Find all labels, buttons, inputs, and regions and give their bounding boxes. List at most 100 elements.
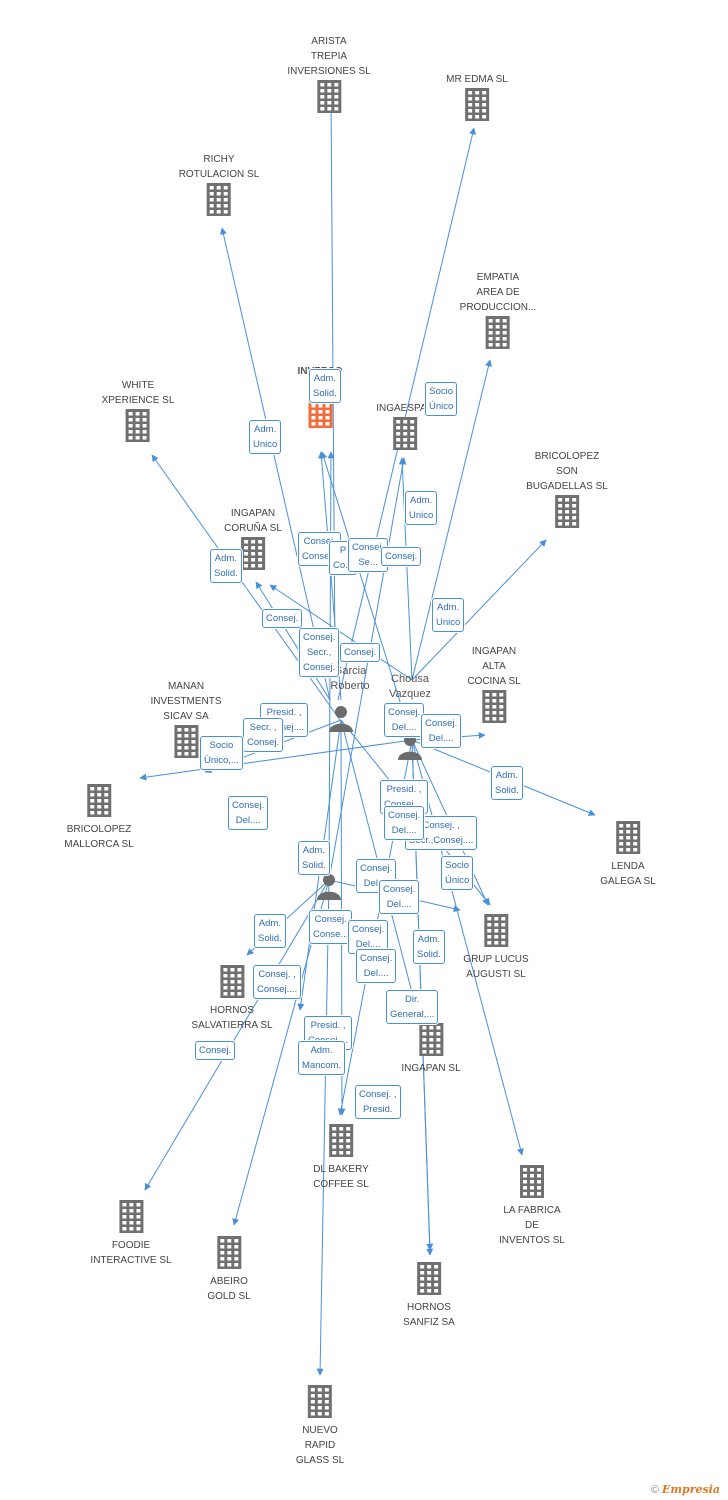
company-label: GRUP LUCUS AUGUSTI SL bbox=[463, 954, 529, 980]
person-label: Garcia Roberto bbox=[330, 665, 370, 692]
relation-badge[interactable]: Consej. Se... bbox=[348, 538, 389, 572]
relation-edge bbox=[411, 359, 492, 681]
relation-edge bbox=[316, 879, 330, 1376]
company-label: RICHY ROTULACION SL bbox=[178, 154, 260, 180]
building-icon bbox=[464, 87, 490, 126]
company-abeiro-gold[interactable]: ABEIRO GOLD SL bbox=[207, 1235, 251, 1304]
building-icon bbox=[481, 689, 507, 728]
relation-badge[interactable]: Adm. Unico bbox=[405, 491, 438, 525]
company-ingapan-coruna[interactable]: INGAPAN CORUÑA SL bbox=[224, 506, 282, 575]
relation-badge[interactable]: Socio Único,... bbox=[200, 736, 243, 770]
person-label: Chousa Vazquez bbox=[389, 673, 431, 700]
company-label: HORNOS SALVATIERRA SL bbox=[191, 1005, 273, 1031]
company-label: EMPATIA AREA DE PRODUCCION... bbox=[459, 272, 537, 313]
person-label-chousa: Chousa Vazquez bbox=[389, 672, 431, 702]
company-white-xperience[interactable]: WHITE XPERIENCE SL bbox=[102, 378, 174, 447]
copyright-symbol: © bbox=[650, 1484, 659, 1496]
building-icon bbox=[307, 1384, 333, 1423]
copyright-footer: © Empresia bbox=[651, 1483, 720, 1496]
relation-badge[interactable]: Secr. , Consej. bbox=[243, 718, 284, 752]
company-grup-lucus-augusti[interactable]: GRUP LUCUS AUGUSTI SL bbox=[463, 913, 529, 982]
building-icon bbox=[485, 315, 511, 354]
relation-badge[interactable]: Consej. , Presid. bbox=[355, 1085, 401, 1119]
company-hornos-salvatierra[interactable]: HORNOS SALVATIERRA SL bbox=[191, 964, 273, 1033]
company-bricolopez-son-bugadellas[interactable]: BRICOLOPEZ SON BUGADELLAS SL bbox=[526, 449, 608, 533]
company-label: MR EDMA SL bbox=[446, 74, 508, 85]
company-lenda-galega[interactable]: LENDA GALEGA SL bbox=[600, 820, 656, 889]
relation-badge[interactable]: Consej. bbox=[195, 1041, 236, 1060]
company-ingaespan[interactable]: INGAESPAN bbox=[376, 401, 434, 455]
relation-badge[interactable]: Consej. Conse... bbox=[309, 910, 353, 944]
company-label: BRICOLOPEZ MALLORCA SL bbox=[64, 824, 134, 850]
relation-badge[interactable]: Adm. Solid. bbox=[254, 914, 286, 948]
building-icon bbox=[240, 536, 266, 575]
building-icon bbox=[519, 1164, 545, 1203]
relation-edge bbox=[411, 739, 524, 1156]
company-hornos-sanfiz[interactable]: HORNOS SANFIZ SA bbox=[403, 1261, 455, 1330]
relation-badge[interactable]: Consej. Del.... bbox=[384, 703, 425, 737]
relation-edge bbox=[320, 451, 413, 741]
company-label: DL BAKERY COFFEE SL bbox=[313, 1164, 369, 1190]
building-icon bbox=[219, 964, 245, 1003]
company-label: ARISTA TREPIA INVERSIONES SL bbox=[287, 36, 371, 77]
building-icon bbox=[554, 494, 580, 533]
building-icon bbox=[118, 1199, 144, 1238]
relation-badge[interactable]: Consej. Del.... bbox=[348, 920, 389, 954]
company-label: MANAN INVESTMENTS SICAV SA bbox=[150, 681, 222, 722]
company-nuevo-rapid-glass[interactable]: NUEVO RAPID GLASS SL bbox=[296, 1384, 344, 1468]
relation-badge[interactable]: Consej. Del.... bbox=[356, 949, 397, 983]
building-icon bbox=[615, 820, 641, 859]
relation-badge[interactable]: Consej. Del.... bbox=[421, 714, 462, 748]
relation-badge[interactable]: Consej. Del.... bbox=[228, 796, 269, 830]
company-label: FOODIE INTERACTIVE SL bbox=[90, 1240, 172, 1266]
company-manan-investments[interactable]: MANAN INVESTMENTS SICAV SA bbox=[150, 679, 222, 763]
company-dl-bakery-coffee[interactable]: DL BAKERY COFFEE SL bbox=[313, 1123, 369, 1192]
relation-edge bbox=[398, 457, 413, 681]
relation-badge[interactable]: Consej. bbox=[340, 643, 381, 662]
relation-edge bbox=[337, 127, 476, 701]
company-bricolopez-mallorca[interactable]: BRICOLOPEZ MALLORCA SL bbox=[64, 783, 134, 852]
building-icon bbox=[418, 1022, 444, 1061]
relation-badge[interactable]: Adm. Unico bbox=[249, 420, 282, 454]
relation-badge[interactable]: Consej. bbox=[262, 609, 303, 628]
relation-badge[interactable]: Adm. Solid. bbox=[298, 841, 330, 875]
relation-edge bbox=[139, 739, 413, 781]
person-garcia-roberto[interactable] bbox=[327, 704, 355, 737]
person-icon bbox=[327, 706, 355, 736]
relation-badge[interactable]: Adm. Mancom. bbox=[298, 1041, 346, 1075]
company-foodie-interactive[interactable]: FOODIE INTERACTIVE SL bbox=[90, 1199, 172, 1268]
relation-badge[interactable]: Consej. Del.... bbox=[384, 806, 425, 840]
company-la-fabrica-de-inventos[interactable]: LA FABRICA DE INVENTOS SL bbox=[499, 1164, 565, 1248]
relation-badge[interactable]: Consej. bbox=[381, 547, 422, 566]
company-ingapan-sl[interactable]: INGAPAN SL bbox=[401, 1022, 461, 1076]
relation-badge[interactable]: Adm. Solid. bbox=[413, 930, 445, 964]
company-label: INGAPAN ALTA COCINA SL bbox=[467, 646, 521, 687]
relation-badge[interactable]: Dir. General,... bbox=[386, 990, 439, 1024]
relation-edge bbox=[219, 227, 331, 701]
person-unnamed[interactable] bbox=[315, 872, 343, 905]
company-label: HORNOS SANFIZ SA bbox=[403, 1302, 455, 1328]
person-chousa-vazquez[interactable] bbox=[396, 732, 424, 765]
relation-badge[interactable]: Adm. Solid. bbox=[210, 549, 242, 583]
company-empatia[interactable]: EMPATIA AREA DE PRODUCCION... bbox=[459, 270, 537, 354]
building-icon bbox=[316, 79, 342, 118]
relation-badge[interactable]: Consej. Secr., Consej. bbox=[299, 628, 340, 677]
person-icon bbox=[396, 734, 424, 764]
company-ingapan-alta-cocina[interactable]: INGAPAN ALTA COCINA SL bbox=[467, 644, 521, 728]
relation-badge[interactable]: Consej. , Consej.... bbox=[253, 965, 302, 999]
relation-badge[interactable]: Socio Único bbox=[425, 382, 458, 416]
building-icon bbox=[483, 913, 509, 952]
building-icon bbox=[416, 1261, 442, 1300]
company-mr-edma[interactable]: MR EDMA SL bbox=[446, 72, 508, 126]
building-icon bbox=[328, 1123, 354, 1162]
relation-badge[interactable]: Adm. Unico bbox=[432, 598, 465, 632]
relation-badge[interactable]: Consej. Del.... bbox=[379, 880, 420, 914]
company-arista-trepia[interactable]: ARISTA TREPIA INVERSIONES SL bbox=[287, 34, 371, 118]
relation-badge[interactable]: Adm. Solid. bbox=[491, 766, 523, 800]
building-icon bbox=[125, 408, 151, 447]
relation-badge[interactable]: Adm. Solid. bbox=[309, 369, 341, 403]
relation-badge[interactable]: Socio Único bbox=[441, 856, 474, 890]
company-richy-rotulacion[interactable]: RICHY ROTULACION SL bbox=[178, 152, 260, 221]
